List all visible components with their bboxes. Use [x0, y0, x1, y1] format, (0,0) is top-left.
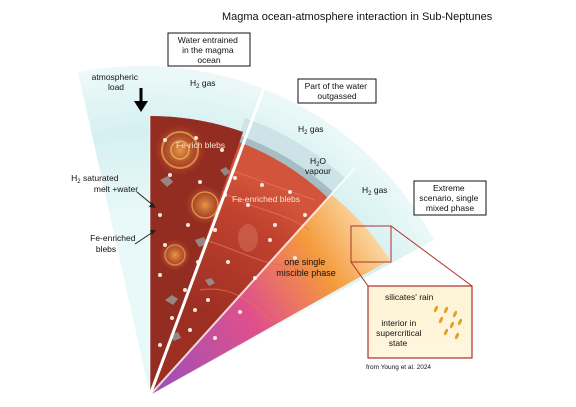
h2-gas-label-middle: H2 gas — [298, 124, 324, 136]
svg-text:Water entrained in the m: Water entrained in the magma ocean — [178, 35, 241, 65]
h2-gas-label-right: H2 gas — [362, 185, 388, 197]
water-entrained-box: Water entrained in the magma ocean — [167, 32, 251, 67]
silicates-rain-label: silicates' rain — [385, 292, 434, 302]
svg-text:Extreme scenario, single: Extreme scenario, single mixed phase — [419, 183, 480, 213]
fe-rich-blebs-label: Fe-rich blebs — [176, 140, 225, 150]
fe-enriched-pointer — [134, 231, 154, 245]
svg-text:Part of the water outgas: Part of the water outgassed — [305, 81, 370, 101]
extreme-scenario-box: Extreme scenario, single mixed phase — [413, 180, 487, 216]
part-outgassed-box: Part of the water outgassed — [297, 78, 377, 104]
diagram-title: Magma ocean-atmosphere interaction in Su… — [222, 11, 493, 23]
zoom-region-marker — [350, 225, 392, 263]
h2-saturated-label: H2 saturated melt +water — [71, 173, 138, 194]
fe-enriched-blebs-label: Fe-enriched blebs — [90, 233, 138, 254]
fe-enriched-blebs-inner-label: Fe-enriched blebs — [232, 194, 300, 204]
atmospheric-load-arrow-icon — [134, 88, 148, 112]
credit-text: from Young et al. 2024 — [366, 364, 431, 371]
h2-gas-label-top: H2 gas — [190, 78, 216, 90]
atmospheric-load-label: atmospheric load — [92, 72, 141, 92]
single-mixed-phase-sector — [150, 186, 390, 395]
rain-droplets — [433, 305, 463, 340]
zoom-inset: silicates' rain interior in supercritica… — [367, 285, 473, 359]
interior-state-label: interior in supercritical state — [376, 318, 424, 348]
single-phase-label: one single miscible phase — [276, 257, 336, 278]
